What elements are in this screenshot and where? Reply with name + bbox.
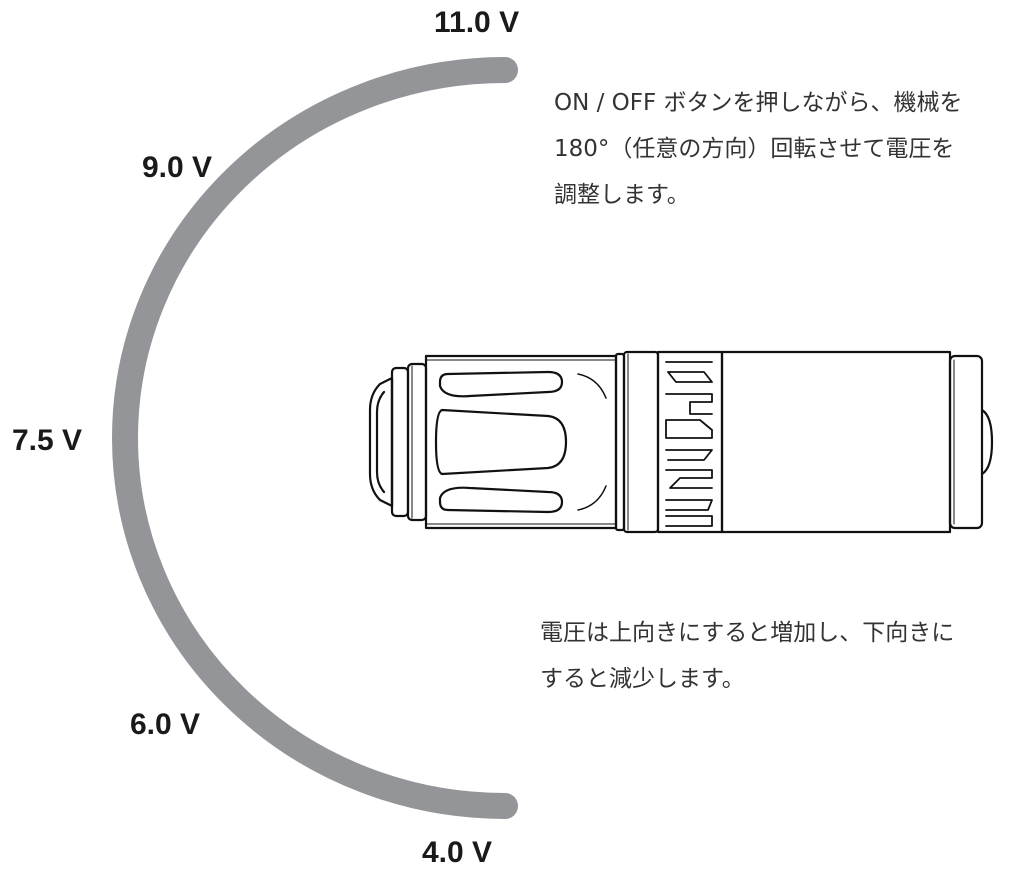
collar-ring [614, 350, 660, 534]
voltage-label-middle: 7.5 V [12, 424, 83, 457]
voltage-label-max: 11.0 V [434, 6, 520, 39]
grip-body [424, 354, 618, 530]
direction-instruction-line-2: すると減少します。 [540, 666, 745, 692]
main-barrel [720, 350, 952, 534]
rear-cap [948, 354, 994, 530]
direction-instruction: 電圧は上向きにすると増加し、下向きに すると減少します。 [540, 610, 954, 702]
rotate-instruction-line-2: 180°（任意の方向）回転させて電圧を [554, 136, 955, 162]
voltage-arc [112, 57, 518, 819]
voltage-label-lower: 6.0 V [130, 708, 201, 741]
voltage-label-min: 4.0 V [422, 836, 493, 869]
rotate-instruction-line-1: ON / OFF ボタンを押しながら、機械を [554, 90, 963, 116]
rotate-instruction-line-3: 調整します。 [554, 182, 690, 208]
voltage-label-upper: 9.0 V [142, 151, 213, 184]
rotate-instruction: ON / OFF ボタンを押しながら、機械を 180°（任意の方向）回転させて電… [554, 80, 963, 218]
direction-instruction-line-1: 電圧は上向きにすると増加し、下向きに [540, 620, 955, 646]
front-cap [368, 362, 428, 522]
brand-lettering-band [656, 350, 724, 534]
